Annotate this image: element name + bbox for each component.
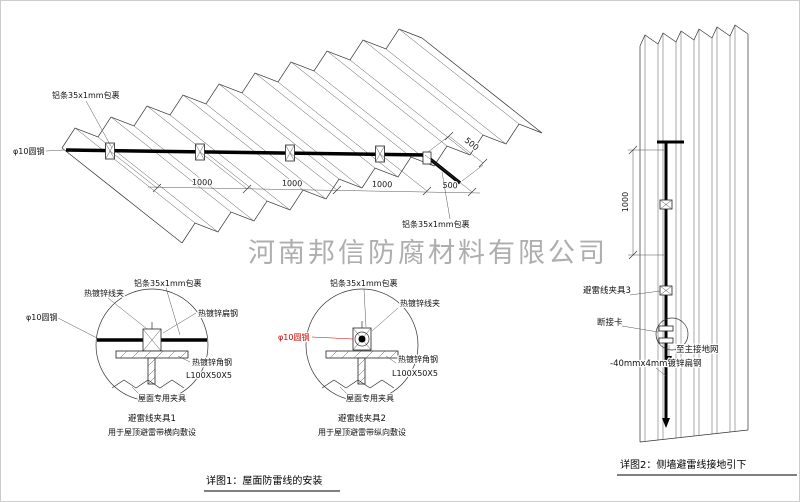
wire-clamp-bend — [422, 151, 432, 165]
dim-1000-3: 1000 — [372, 180, 393, 190]
detail2-wire-wrap — [354, 331, 370, 347]
caption-detail1: 详图1：屋面防雷线的安装 — [206, 474, 322, 487]
wall-corrugation-lines — [644, 25, 736, 441]
dim-500-1: 500 — [442, 181, 458, 191]
to-ground-label: 至主接地网 — [676, 344, 719, 355]
detail2-round-steel-label: φ10圆钢 — [278, 332, 309, 342]
disconnect-plate-upper — [658, 325, 674, 332]
caption-detail2: 详图2：侧墙避雷线接地引下 — [620, 458, 746, 471]
dimension-extension-lines — [109, 150, 473, 193]
dimension-line — [147, 186, 481, 194]
detail2-alu-label: 铝条35x1mm包裹 — [330, 278, 398, 288]
detail2-angle-steel-label: 热镀锌角钢 — [398, 354, 438, 364]
to-ground-arrowhead — [666, 356, 672, 364]
wall-label-leaders — [621, 290, 667, 377]
detail2-leaders — [339, 288, 399, 396]
detail2-angle-spec-label: L100X50X5 — [392, 369, 438, 378]
company-watermark: 河南邦信防腐材料有限公司 — [248, 238, 608, 269]
detail-circle-1: 热镀锌线夹 铝条35x1mm包裹 热镀锌扁钢 φ10圆钢 热镀锌角钢 L100X… — [25, 277, 240, 439]
roof-side-edges — [61, 37, 543, 244]
roof-label-leaders — [45, 100, 451, 220]
wall-dim-lines — [628, 149, 664, 256]
detail1-roof-profile — [111, 379, 185, 389]
wall-clamp3-label: 避雷线夹具3 — [583, 285, 631, 296]
dim-1000-2: 1000 — [282, 179, 303, 189]
round-steel-label: φ10圆钢 — [13, 146, 44, 156]
detail1-clamp-label: 热镀锌线夹 — [84, 288, 124, 298]
detail2-hatch-vertical — [357, 358, 366, 385]
detail1-title: 避雷线夹具1 — [128, 413, 176, 424]
detail2-title: 避雷线夹具2 — [338, 413, 386, 424]
dim-500-ticks — [444, 131, 488, 168]
aluminum-strip-label-top: 铝条35x1mm包裹 — [52, 90, 120, 100]
detail-circle-2: 铝条35x1mm包裹 热镀锌线夹 φ10圆钢 热镀锌角钢 L100X50X5 屋… — [277, 277, 442, 439]
disconnect-detail-circle — [655, 317, 689, 351]
detail1-angle-spec-label: L100X50X5 — [186, 371, 232, 380]
wall-clamp-lower-cross — [659, 285, 673, 296]
aluminum-strip-label-right: 铝条35x1mm包裹 — [402, 219, 470, 229]
disconnect-label: 断接卡 — [597, 317, 623, 328]
detail1-angle-steel-horizontal — [115, 350, 189, 359]
detail1-angle-steel-label: 热镀锌角钢 — [192, 357, 232, 367]
detail1-subtitle: 用于屋顶避雷带横向敷设 — [108, 427, 196, 437]
detail2-clamp-label: 热镀锌线夹 — [400, 298, 440, 308]
disconnect-plate-lower — [658, 337, 674, 344]
detail1-hatch-horizontal — [119, 350, 188, 359]
detail2-fixture-label: 屋面专用夹具 — [346, 393, 394, 403]
dim-500-extensions — [427, 135, 484, 182]
detail1-clamp-cross — [142, 328, 162, 352]
detail2-red-leader — [311, 336, 354, 340]
detail2-angle-steel-vertical — [357, 357, 366, 385]
captions: 详图1：屋面防雷线的安装 详图2：侧墙避雷线接地引下 — [204, 457, 797, 492]
flat-steel-label: -40mmx4mm镀锌扁钢 — [610, 358, 701, 369]
roof-corrugation-ridges — [74, 28, 520, 233]
wall-clamp-upper-cross — [659, 199, 673, 210]
detail2-hatch-horizontal — [329, 350, 398, 359]
detail1-leaders — [57, 287, 197, 396]
detail1-circle — [95, 288, 209, 402]
wall-dimension: 1000 — [620, 145, 664, 260]
detail2-roof-profile — [321, 379, 395, 389]
detail1-fixture-label: 屋面专用夹具 — [138, 393, 186, 403]
detail2-subtitle: 用于屋顶避雷带纵向敷设 — [318, 427, 406, 437]
detail1-flat-steel-label: 热镀锌扁钢 — [198, 308, 238, 318]
detail1-round-steel-label: φ10圆钢 — [26, 312, 57, 322]
wall-dim-1000: 1000 — [621, 192, 630, 212]
detail2-wire-section — [358, 335, 366, 343]
dimension-ticks — [152, 183, 477, 197]
detail2-circle — [305, 288, 419, 402]
side-wall-view: 1000 避雷线夹具3 断接卡 至主接地网 -40mmx4mm镀锌扁钢 — [582, 24, 749, 443]
detail1-hatch-vertical — [147, 358, 156, 385]
detail1-alu-label: 铝条35x1mm包裹 — [134, 278, 202, 288]
detail1-angle-steel-vertical — [147, 357, 156, 385]
down-arrowhead — [662, 418, 670, 428]
dim-1000-1: 1000 — [192, 178, 213, 188]
wall-dim-ticks — [628, 145, 638, 260]
